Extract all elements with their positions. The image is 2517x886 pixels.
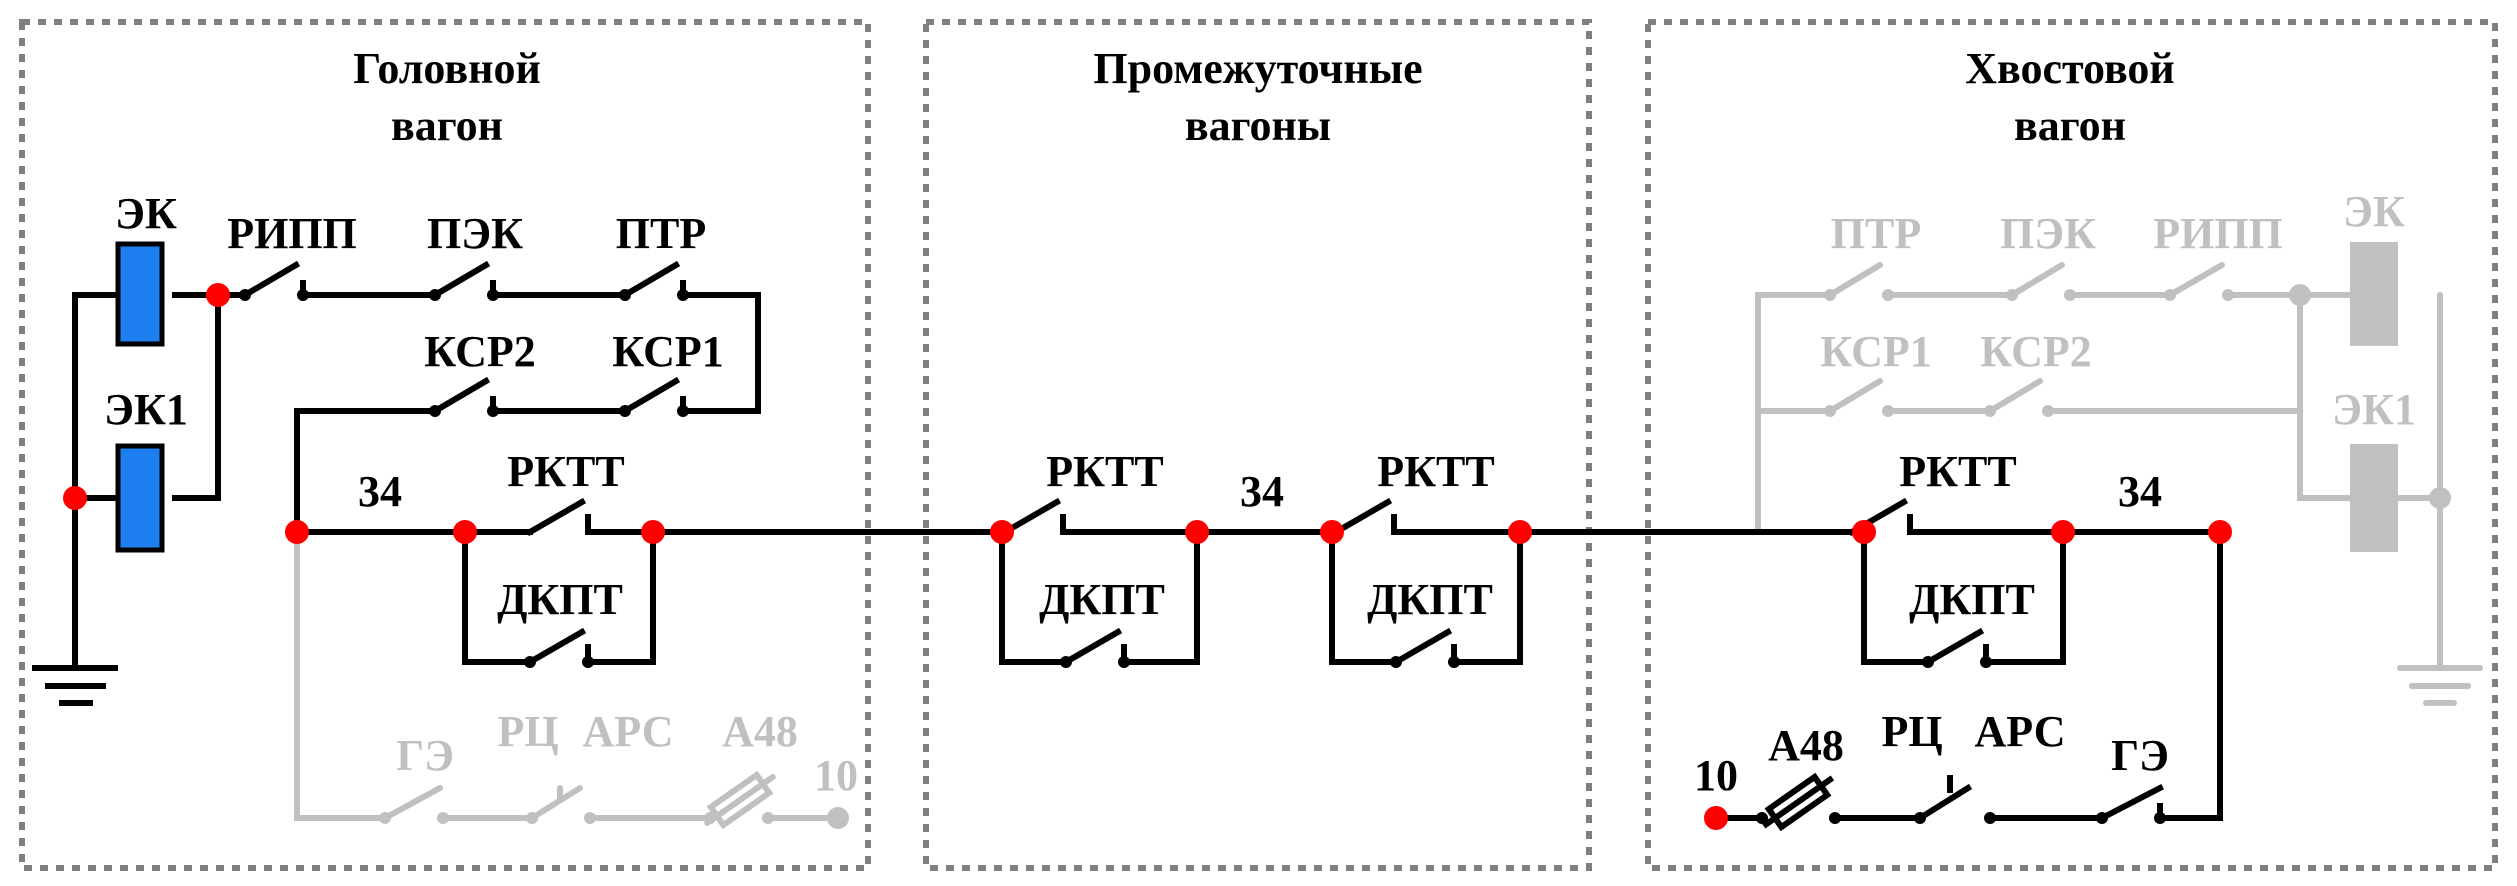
head-ge-label: ГЭ: [396, 731, 454, 780]
head-ptr-label: ПТР: [616, 209, 706, 258]
tail-ge-label: ГЭ: [2111, 731, 2169, 780]
head-rc-label: РЦ: [497, 707, 558, 756]
head-rktt-label: РКТТ: [507, 447, 624, 496]
tail-34-node: [2208, 520, 2232, 544]
head-ek1-label: ЭК1: [104, 385, 188, 434]
tail-ripp-label: РИПП: [2153, 209, 2283, 258]
tail-10-label: 10: [1694, 751, 1738, 800]
tail-ek-coil: [2350, 242, 2398, 346]
tail-ek1-label: ЭК1: [2332, 385, 2416, 434]
head-ksr1-label: КСР1: [612, 327, 723, 376]
tail-title-line1: Хвостовой: [1965, 44, 2175, 93]
head-10-label: 10: [814, 751, 858, 800]
inactive-wiring: [294, 262, 2483, 830]
head-34-node: [285, 520, 309, 544]
head-a48-label: А48: [722, 707, 798, 756]
tail-34-label: 34: [2118, 467, 2162, 516]
head-ars-label: АРС: [583, 707, 674, 756]
head-ripp-node: [206, 283, 230, 307]
head-ek-label: ЭК: [115, 189, 177, 238]
head-ksr2-label: КСР2: [424, 327, 535, 376]
tail-title-line2: вагон: [2014, 101, 2126, 150]
head-ek1-coil: [115, 443, 165, 553]
middle-dkpt-b-label: ДКПТ: [1367, 575, 1493, 624]
tail-node-10: [1704, 806, 1728, 830]
tail-section-frame: [1645, 19, 2498, 871]
tail-grey-node-top: [2289, 284, 2311, 306]
tail-a48-label: А48: [1768, 721, 1844, 770]
head-pek-label: ПЭК: [427, 209, 523, 258]
head-node-10: [827, 807, 849, 829]
tail-pek-label: ПЭК: [2000, 209, 2096, 258]
tail-ek-label: ЭК: [2343, 187, 2405, 236]
head-ground-node: [63, 486, 87, 510]
tail-dkpt-label: ДКПТ: [1909, 575, 2035, 624]
head-title-line1: Головной: [353, 44, 541, 93]
tail-rc-label: РЦ: [1881, 707, 1942, 756]
tail-rktt-label: РКТТ: [1899, 447, 2016, 496]
middle-rktt-a-label: РКТТ: [1046, 447, 1163, 496]
middle-title-line2: вагоны: [1185, 101, 1331, 150]
head-ek-coil: [115, 241, 165, 347]
head-dkpt-label: ДКПТ: [497, 575, 623, 624]
tail-ksr1-label: КСР1: [1820, 327, 1931, 376]
tail-a48-fuse: [1761, 772, 1835, 832]
middle-34-label: 34: [1240, 467, 1284, 516]
head-section-frame: [19, 19, 871, 871]
head-ripp-label: РИПП: [227, 209, 357, 258]
section-frames: [19, 19, 2498, 871]
head-title-line2: вагон: [391, 101, 503, 150]
middle-title-line1: Промежуточные: [1093, 44, 1422, 93]
tail-ars-label: АРС: [1975, 707, 2066, 756]
head-34-label: 34: [358, 467, 402, 516]
tail-grey-node-bottom: [2429, 487, 2451, 509]
tail-ptr-label: ПТР: [1831, 209, 1921, 258]
tail-ksr2-label: КСР2: [1980, 327, 2091, 376]
middle-section-frame: [923, 19, 1592, 871]
middle-dkpt-a-label: ДКПТ: [1039, 575, 1165, 624]
middle-rktt-b-label: РКТТ: [1377, 447, 1494, 496]
tail-ek1-coil: [2350, 444, 2398, 552]
active-wiring: [32, 260, 2223, 823]
red-nodes: [63, 283, 2232, 830]
